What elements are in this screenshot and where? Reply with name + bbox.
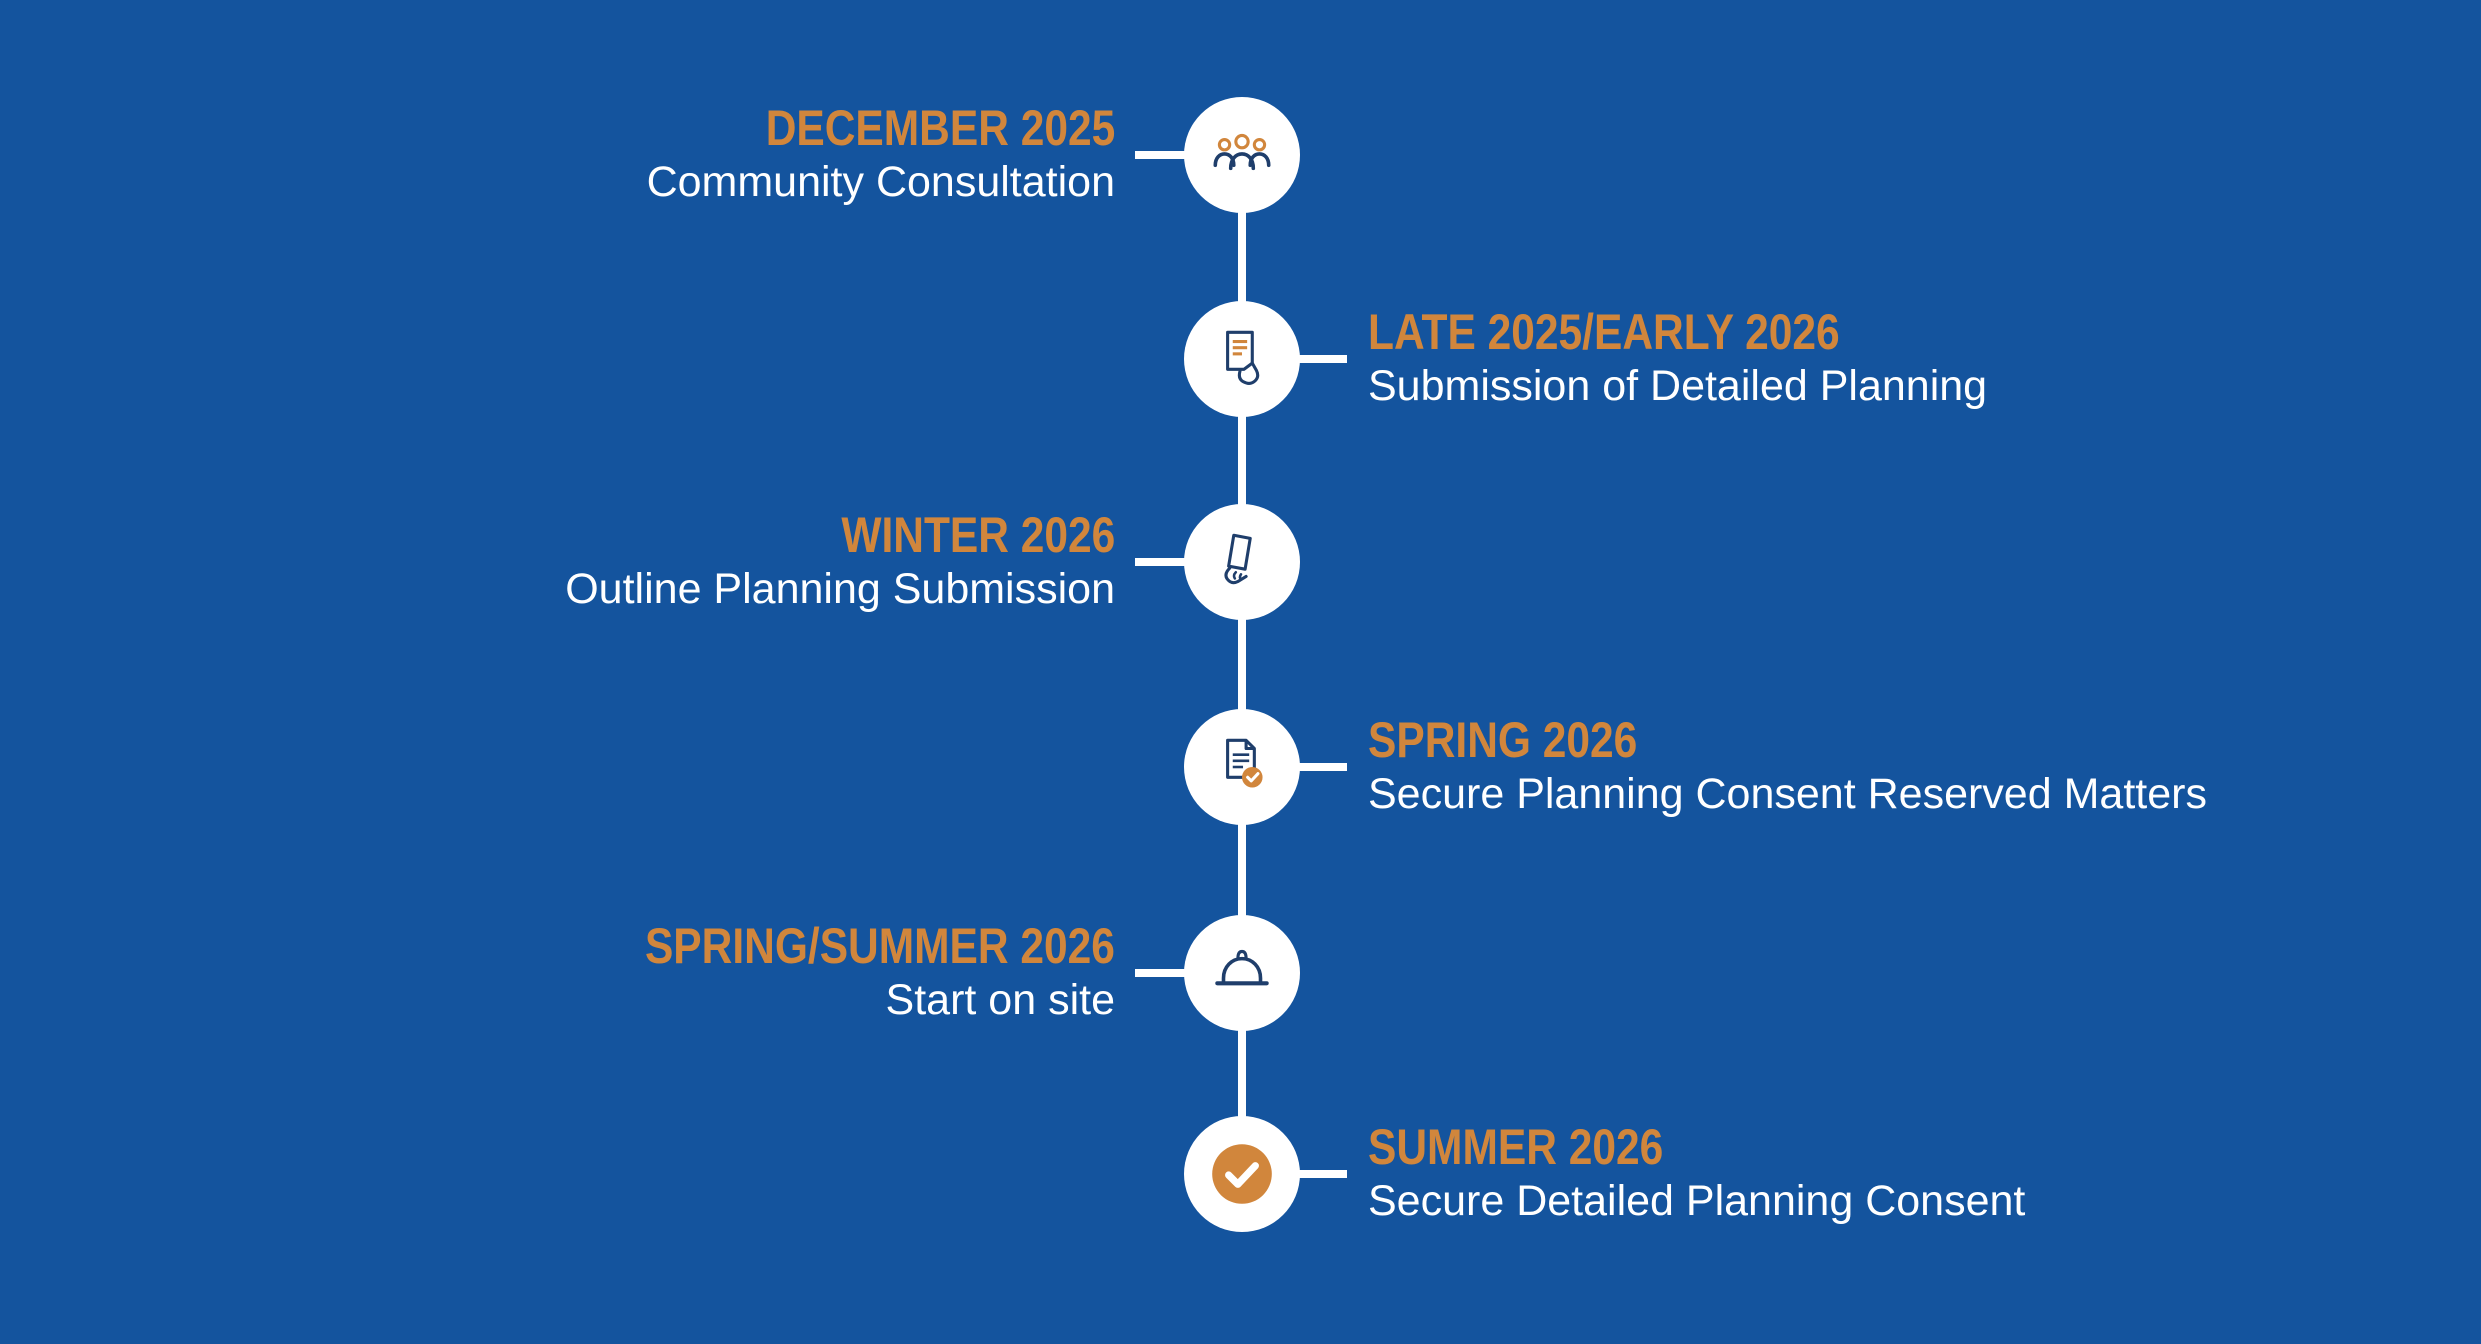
timeline-date: Summer 2026 [1368, 1119, 1664, 1176]
timeline-date: Winter 2026 [841, 507, 1115, 564]
hard-hat-icon [1205, 936, 1279, 1010]
timeline-title: Community Consultation [646, 158, 1115, 207]
timeline-label: Spring 2026 Secure Planning Consent Rese… [1368, 705, 2207, 829]
timeline-vertical-line [1238, 155, 1246, 1174]
timeline-node [1184, 504, 1300, 620]
timeline-connector [1135, 151, 1195, 159]
timeline-connector [1287, 355, 1347, 363]
timeline-title: Secure Detailed Planning Consent [1368, 1177, 2026, 1226]
timeline-node [1184, 1116, 1300, 1232]
people-group-icon [1205, 118, 1279, 192]
timeline-label: Late 2025/Early 2026 Submission of Detai… [1368, 297, 1987, 421]
hand-holding-paper-icon [1205, 525, 1279, 599]
timeline-title: Start on site [885, 976, 1115, 1025]
timeline-label: December 2025 Community Consultation [647, 93, 1115, 217]
timeline-date: Spring 2026 [1368, 712, 1638, 769]
timeline-node [1184, 915, 1300, 1031]
timeline-title: Outline Planning Submission [565, 565, 1115, 614]
timeline-node [1184, 301, 1300, 417]
timeline-title: Secure Planning Consent Reserved Matters [1368, 770, 2207, 819]
timeline-label: Summer 2026 Secure Detailed Planning Con… [1368, 1112, 2025, 1236]
timeline-title: Submission of Detailed Planning [1368, 362, 1988, 411]
timeline-node [1184, 97, 1300, 213]
timeline-connector [1287, 763, 1347, 771]
document-writing-hand-icon [1205, 322, 1279, 396]
timeline-date: Late 2025/Early 2026 [1368, 304, 1840, 361]
timeline-connector [1135, 558, 1195, 566]
timeline-node [1184, 709, 1300, 825]
timeline-connector [1135, 969, 1195, 977]
timeline-connector [1287, 1170, 1347, 1178]
check-circle-icon [1205, 1137, 1279, 1211]
timeline-label: Spring/Summer 2026 Start on site [562, 911, 1115, 1035]
timeline-date: Spring/Summer 2026 [645, 918, 1115, 975]
timeline-label: Winter 2026 Outline Planning Submission [565, 500, 1115, 624]
document-check-icon [1205, 730, 1279, 804]
timeline-date: December 2025 [765, 100, 1115, 157]
